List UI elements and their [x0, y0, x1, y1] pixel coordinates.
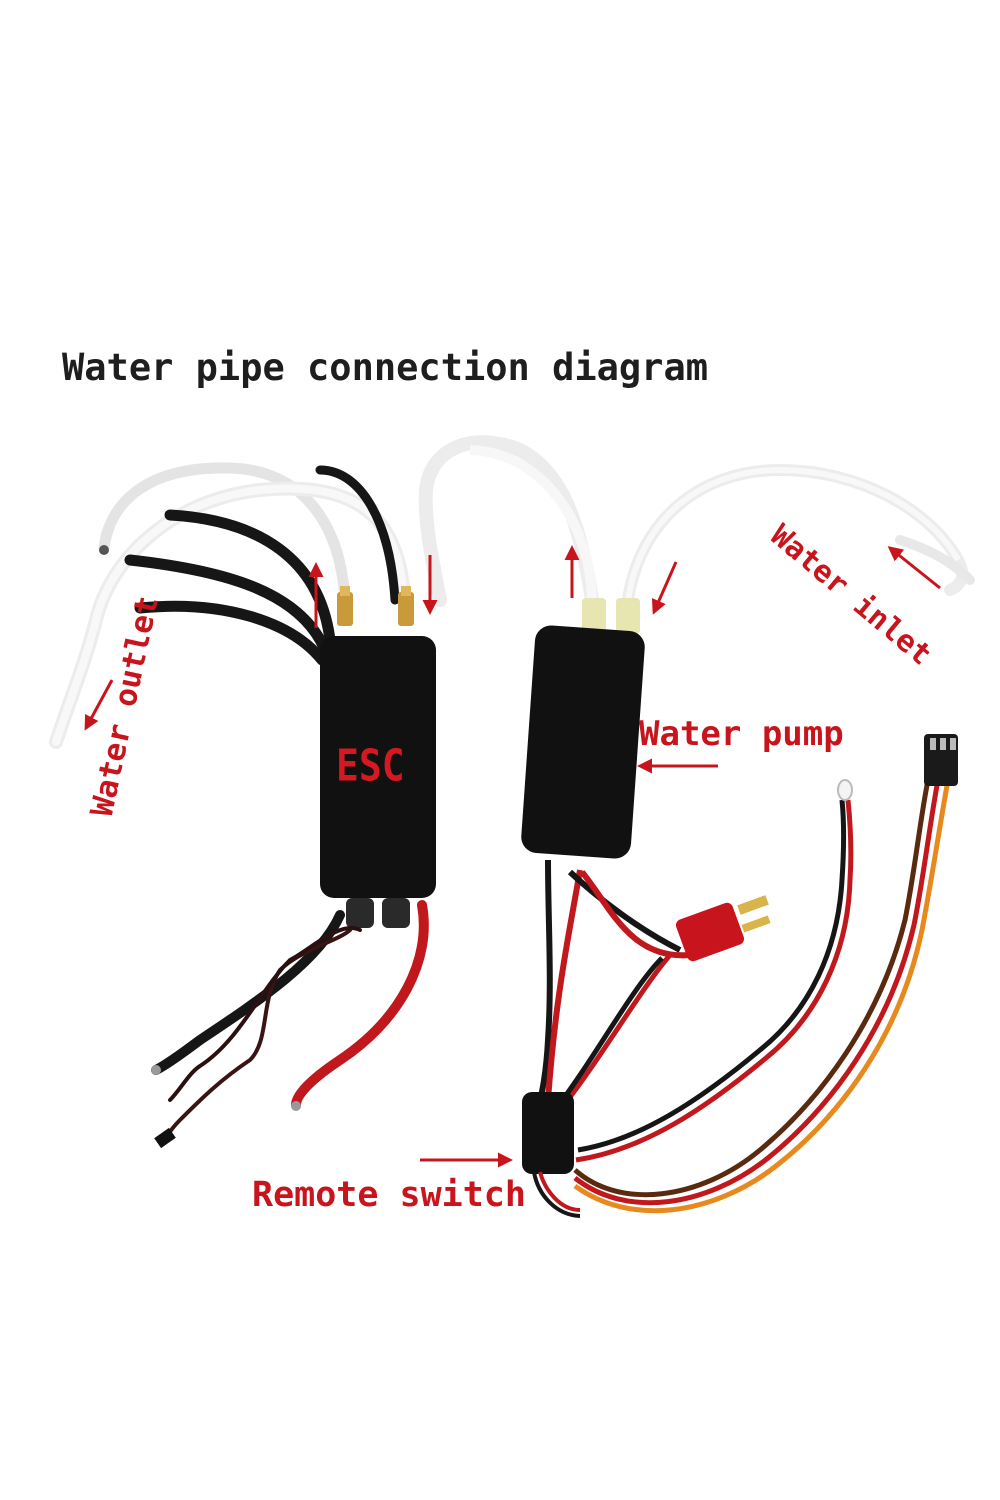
remote-switch-label: Remote switch — [252, 1175, 526, 1215]
annotation-arrows — [84, 545, 941, 1168]
esc-motor-wires — [124, 465, 400, 666]
esc-body — [320, 636, 436, 928]
pump-wires — [535, 859, 691, 1112]
remote-switch-body — [522, 1092, 574, 1174]
esc-power-wires — [151, 900, 429, 1149]
t-plug-connector — [675, 895, 771, 962]
esc-brass-fittings — [337, 586, 414, 626]
led-lead — [575, 779, 854, 1163]
diagram-title: Water pipe connection diagram — [62, 346, 709, 389]
esc-label: ESC — [336, 740, 405, 791]
pump-body — [521, 625, 645, 859]
servo-lead — [573, 734, 958, 1214]
remote-switch-wires-out — [532, 1171, 581, 1218]
pump-connectors — [582, 598, 640, 634]
pump-tubes — [418, 435, 975, 607]
water-pump-label: Water pump — [639, 714, 844, 754]
